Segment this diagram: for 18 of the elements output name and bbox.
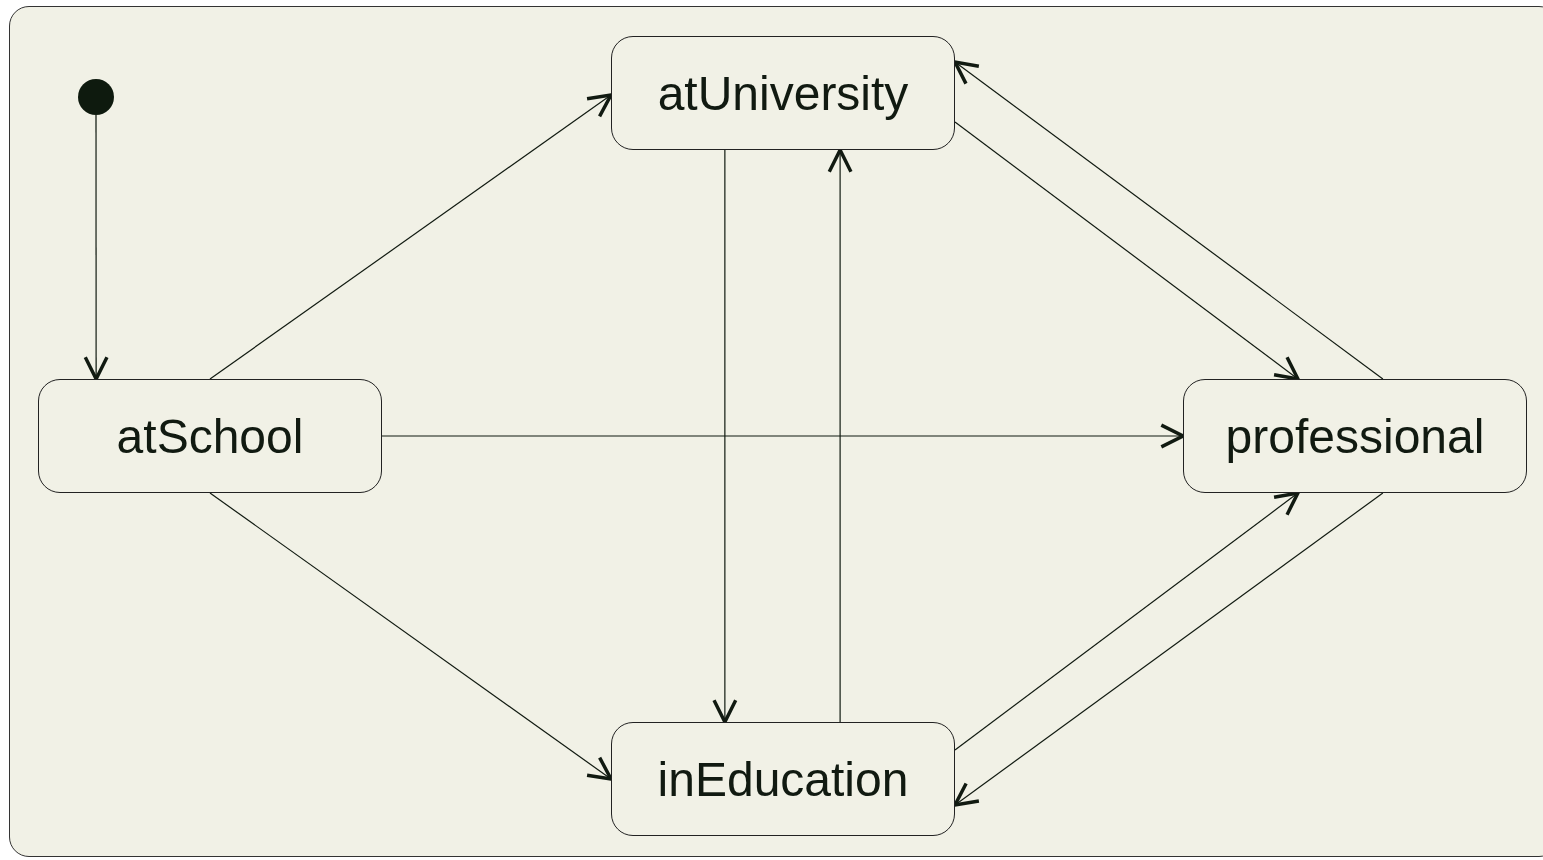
state-label: inEducation: [657, 751, 909, 807]
state-box: [38, 379, 382, 493]
state-label: professional: [1225, 408, 1485, 464]
state-box: [1183, 379, 1527, 493]
transition-arrow: [381, 423, 1185, 449]
transition-arrow: [827, 148, 853, 723]
state-box: [611, 36, 955, 150]
state-label: atSchool: [116, 408, 304, 464]
transition-arrow: [712, 149, 738, 724]
transition-arrow: [954, 491, 1300, 751]
state-label: atUniversity: [657, 65, 909, 121]
transition-arrow: [953, 492, 1384, 807]
transition-arrow: [209, 492, 613, 781]
transition-arrow: [954, 121, 1300, 381]
transition-arrow: [209, 93, 613, 380]
transition-arrow: [953, 60, 1384, 380]
transition-arrow: [83, 114, 109, 381]
state-box: [611, 722, 955, 836]
